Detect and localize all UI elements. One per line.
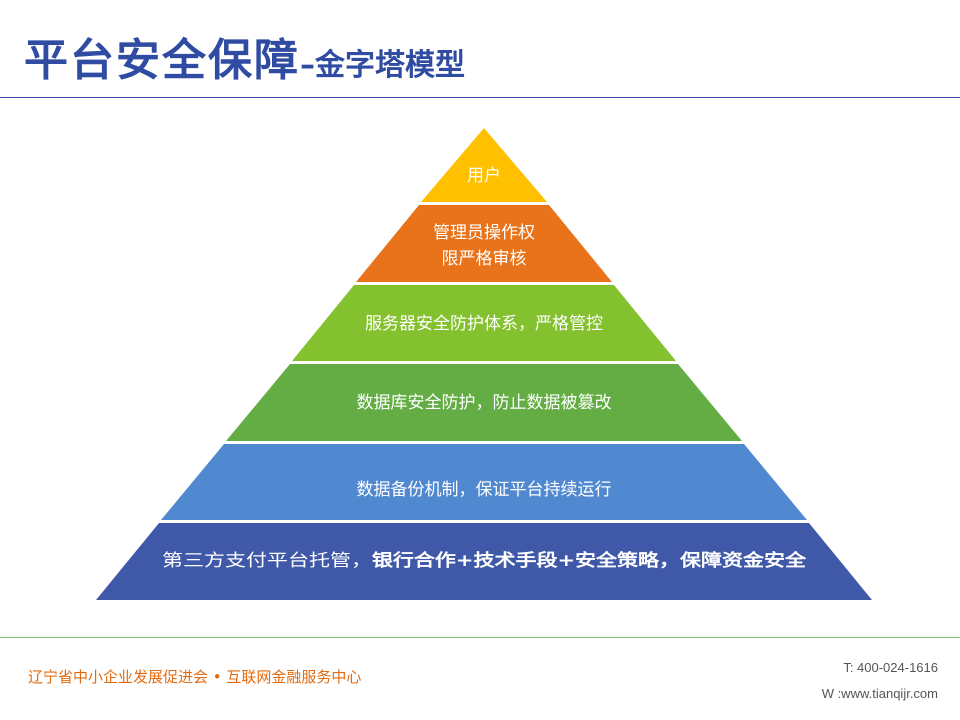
pyramid-tier-1 bbox=[421, 128, 547, 202]
pyramid-tier-3-label: 服务器安全防护体系，严格管控 bbox=[365, 314, 603, 334]
footer-divider bbox=[0, 637, 960, 638]
pyramid-tier-1-label: 用户 bbox=[467, 166, 501, 186]
pyramid-tier-3 bbox=[292, 285, 676, 361]
pyramid-tier-4-label: 数据库安全防护，防止数据被篡改 bbox=[357, 392, 612, 413]
title-main: 平台安全保障 bbox=[24, 35, 300, 86]
footer-phone: T: 400-024-1616 bbox=[843, 660, 938, 675]
pyramid-tier-6-label: 第三方支付平台托管，银行合作+技术手段+安全策略，保障资金安全 bbox=[162, 550, 807, 571]
pyramid-tier-5 bbox=[161, 444, 807, 520]
pyramid-tier-5-label: 数据备份机制，保证平台持续运行 bbox=[357, 480, 612, 500]
title-subtitle: 金字塔模型 bbox=[315, 48, 465, 83]
pyramid-tier-2 bbox=[356, 205, 612, 282]
pyramid-tier-4 bbox=[226, 364, 742, 441]
footer-website: W :www.tianqijr.com bbox=[821, 686, 938, 701]
page-title: 平台安全保障–金字塔模型 bbox=[24, 24, 465, 86]
pyramid-tier-6 bbox=[96, 523, 872, 600]
title-separator: – bbox=[300, 48, 315, 83]
pyramid-tier-6-label-plain: 第三方支付平台托管， bbox=[162, 551, 372, 571]
footer-organization: 辽宁省中小企业发展促进会 • 互联网金融服务中心 bbox=[28, 668, 362, 686]
pyramid-tier-2-label-line-1: 管理员操作权 bbox=[433, 223, 535, 243]
pyramid-tier-6-label-bold: 银行合作+技术手段+安全策略，保障资金安全 bbox=[372, 550, 807, 571]
header-divider bbox=[0, 97, 960, 98]
pyramid-tier-2-label-line-2: 限严格审核 bbox=[442, 249, 527, 269]
